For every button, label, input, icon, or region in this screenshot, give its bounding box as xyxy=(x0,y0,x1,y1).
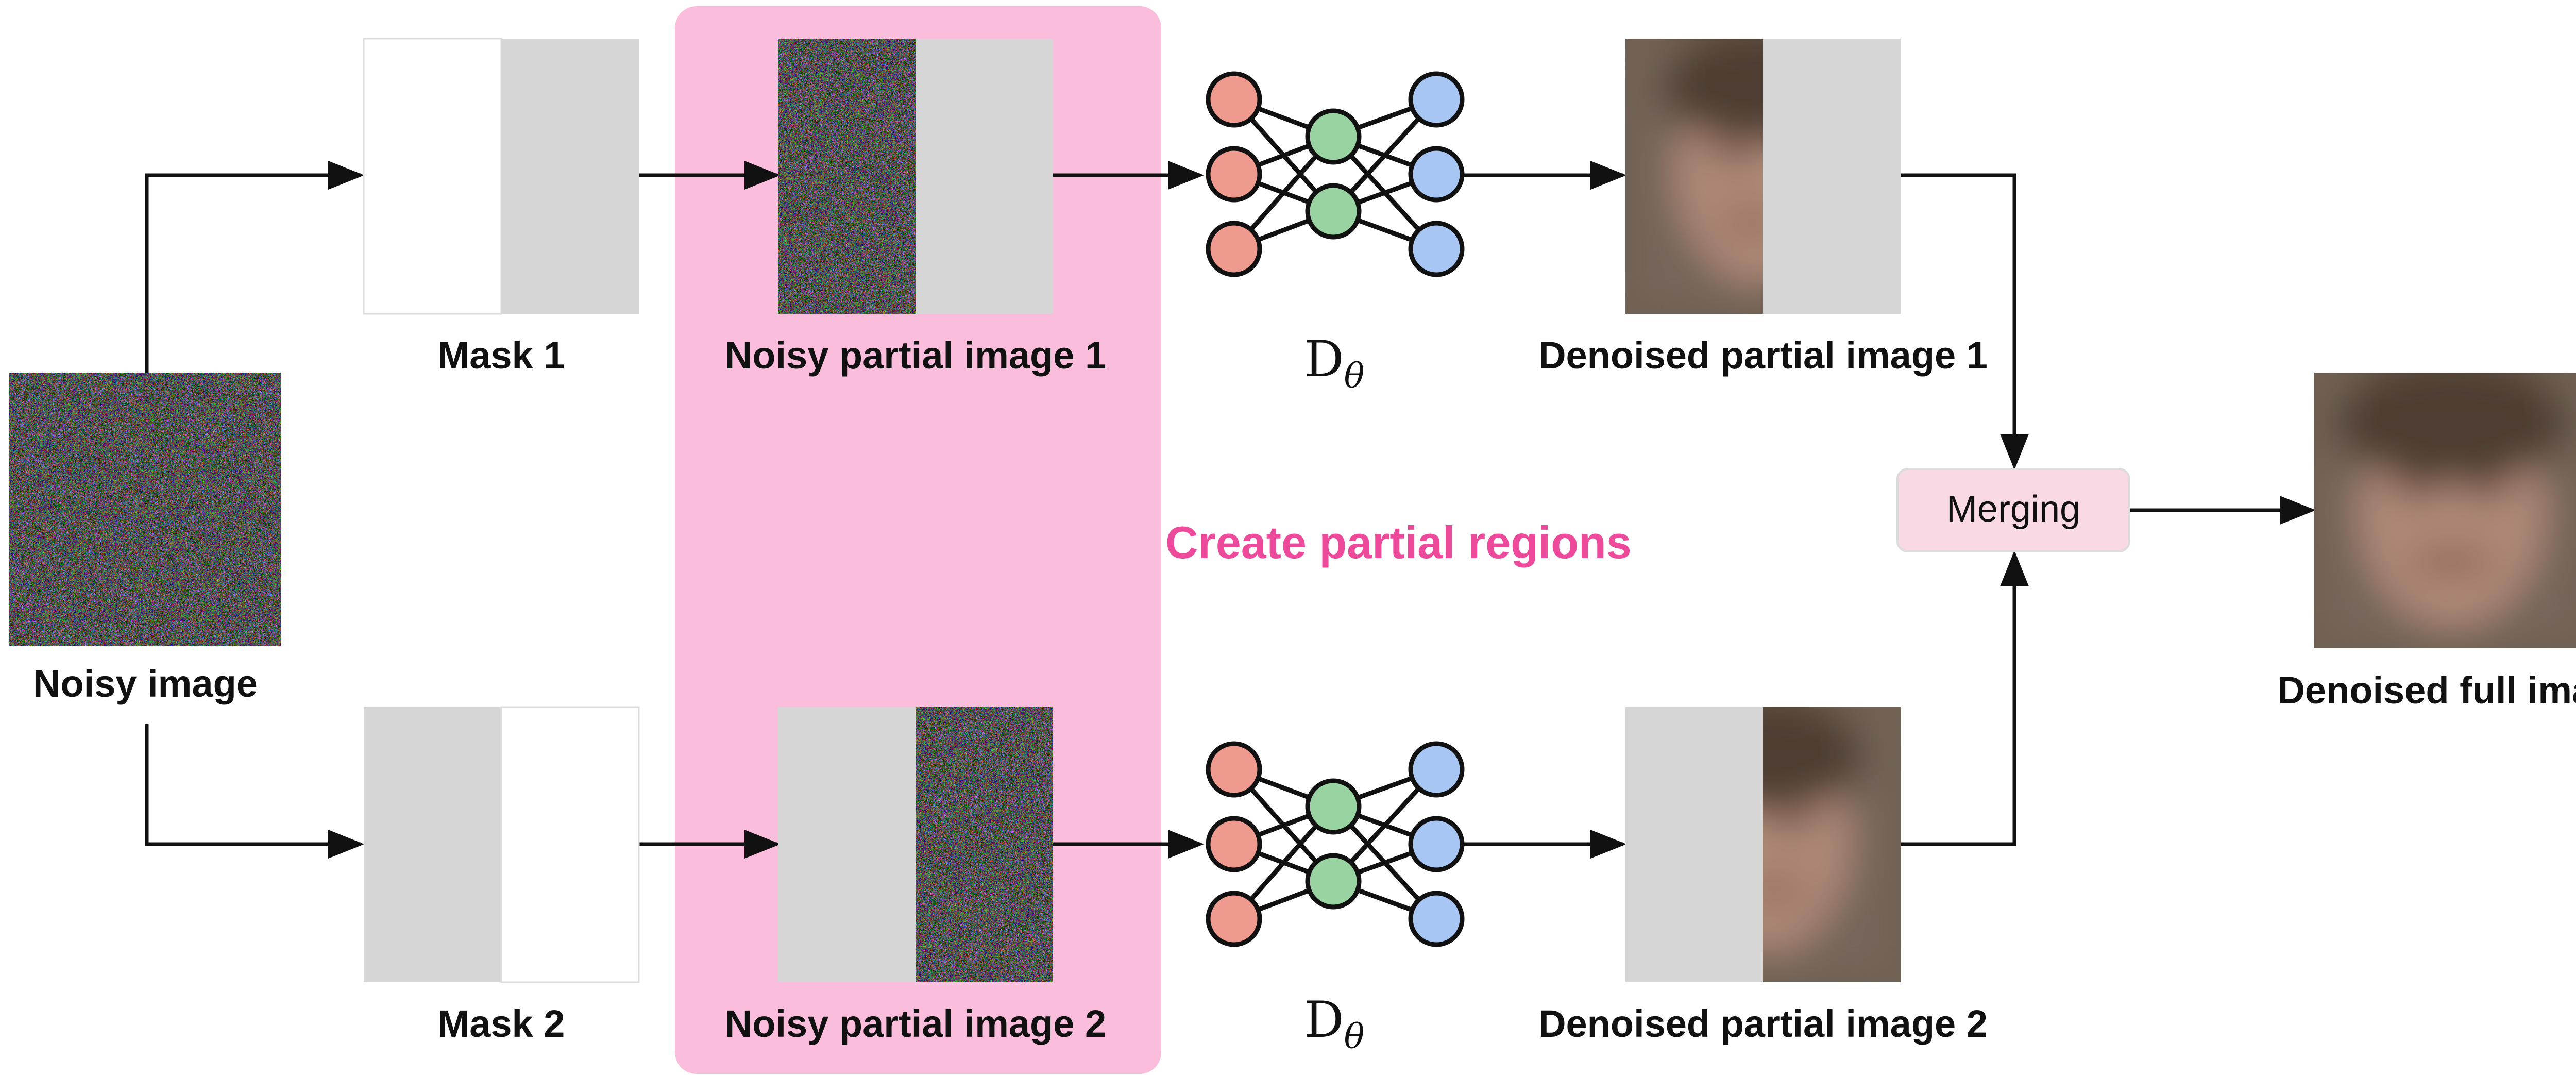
denoised-partial-image-1 xyxy=(1625,39,1901,314)
output-node xyxy=(1408,221,1465,277)
input-node xyxy=(1206,71,1262,128)
denoiser-network-top xyxy=(1206,71,1465,277)
mask1-label: Mask 1 xyxy=(438,334,565,377)
output-node xyxy=(1408,146,1465,203)
input-node xyxy=(1206,741,1262,798)
denoiser-bottom-label: Dθ xyxy=(1304,991,1365,1056)
noisy-partial2-label: Noisy partial image 2 xyxy=(725,1002,1106,1045)
noisy-image-label: Noisy image xyxy=(33,662,258,705)
input-node xyxy=(1206,816,1262,872)
hidden-node xyxy=(1305,778,1362,835)
output-node xyxy=(1408,891,1465,947)
arrow-denoised2-to-merge xyxy=(1901,550,2029,846)
merging-box xyxy=(1896,468,2130,552)
arrow-noisy-to-mask2 xyxy=(145,724,364,859)
input-node xyxy=(1206,221,1262,277)
denoised-partial-image-2 xyxy=(1625,707,1901,982)
output-node xyxy=(1408,816,1465,872)
noisy-image xyxy=(9,373,281,646)
noisy-partial-image-1 xyxy=(778,39,1053,314)
denoiser-network-bottom xyxy=(1206,741,1465,947)
arrow-noisy-to-mask1 xyxy=(145,161,364,373)
input-node xyxy=(1206,891,1262,947)
denoised-partial2-label: Denoised partial image 2 xyxy=(1538,1002,1988,1045)
hidden-node xyxy=(1305,108,1362,165)
mask2 xyxy=(364,706,640,983)
input-node xyxy=(1206,146,1262,203)
hidden-node xyxy=(1305,853,1362,910)
output-node xyxy=(1408,71,1465,128)
denoised-full-label: Denoised full image xyxy=(2277,669,2576,712)
denoiser-top-label: Dθ xyxy=(1304,330,1365,396)
denoised-full-image xyxy=(2314,373,2576,648)
denoised-partial1-label: Denoised partial image 1 xyxy=(1538,334,1988,377)
mask2-label: Mask 2 xyxy=(438,1002,565,1045)
arrow-denoised1-to-merge xyxy=(1901,173,2029,470)
output-node xyxy=(1408,741,1465,798)
noisy-partial1-label: Noisy partial image 1 xyxy=(725,334,1106,377)
mask1 xyxy=(363,38,639,315)
create-regions-label: Create partial regions xyxy=(1165,517,1632,568)
connectors xyxy=(145,161,2316,859)
hidden-node xyxy=(1305,183,1362,240)
noisy-partial-image-2 xyxy=(778,707,1053,982)
merging-label: Merging xyxy=(1946,489,2080,530)
